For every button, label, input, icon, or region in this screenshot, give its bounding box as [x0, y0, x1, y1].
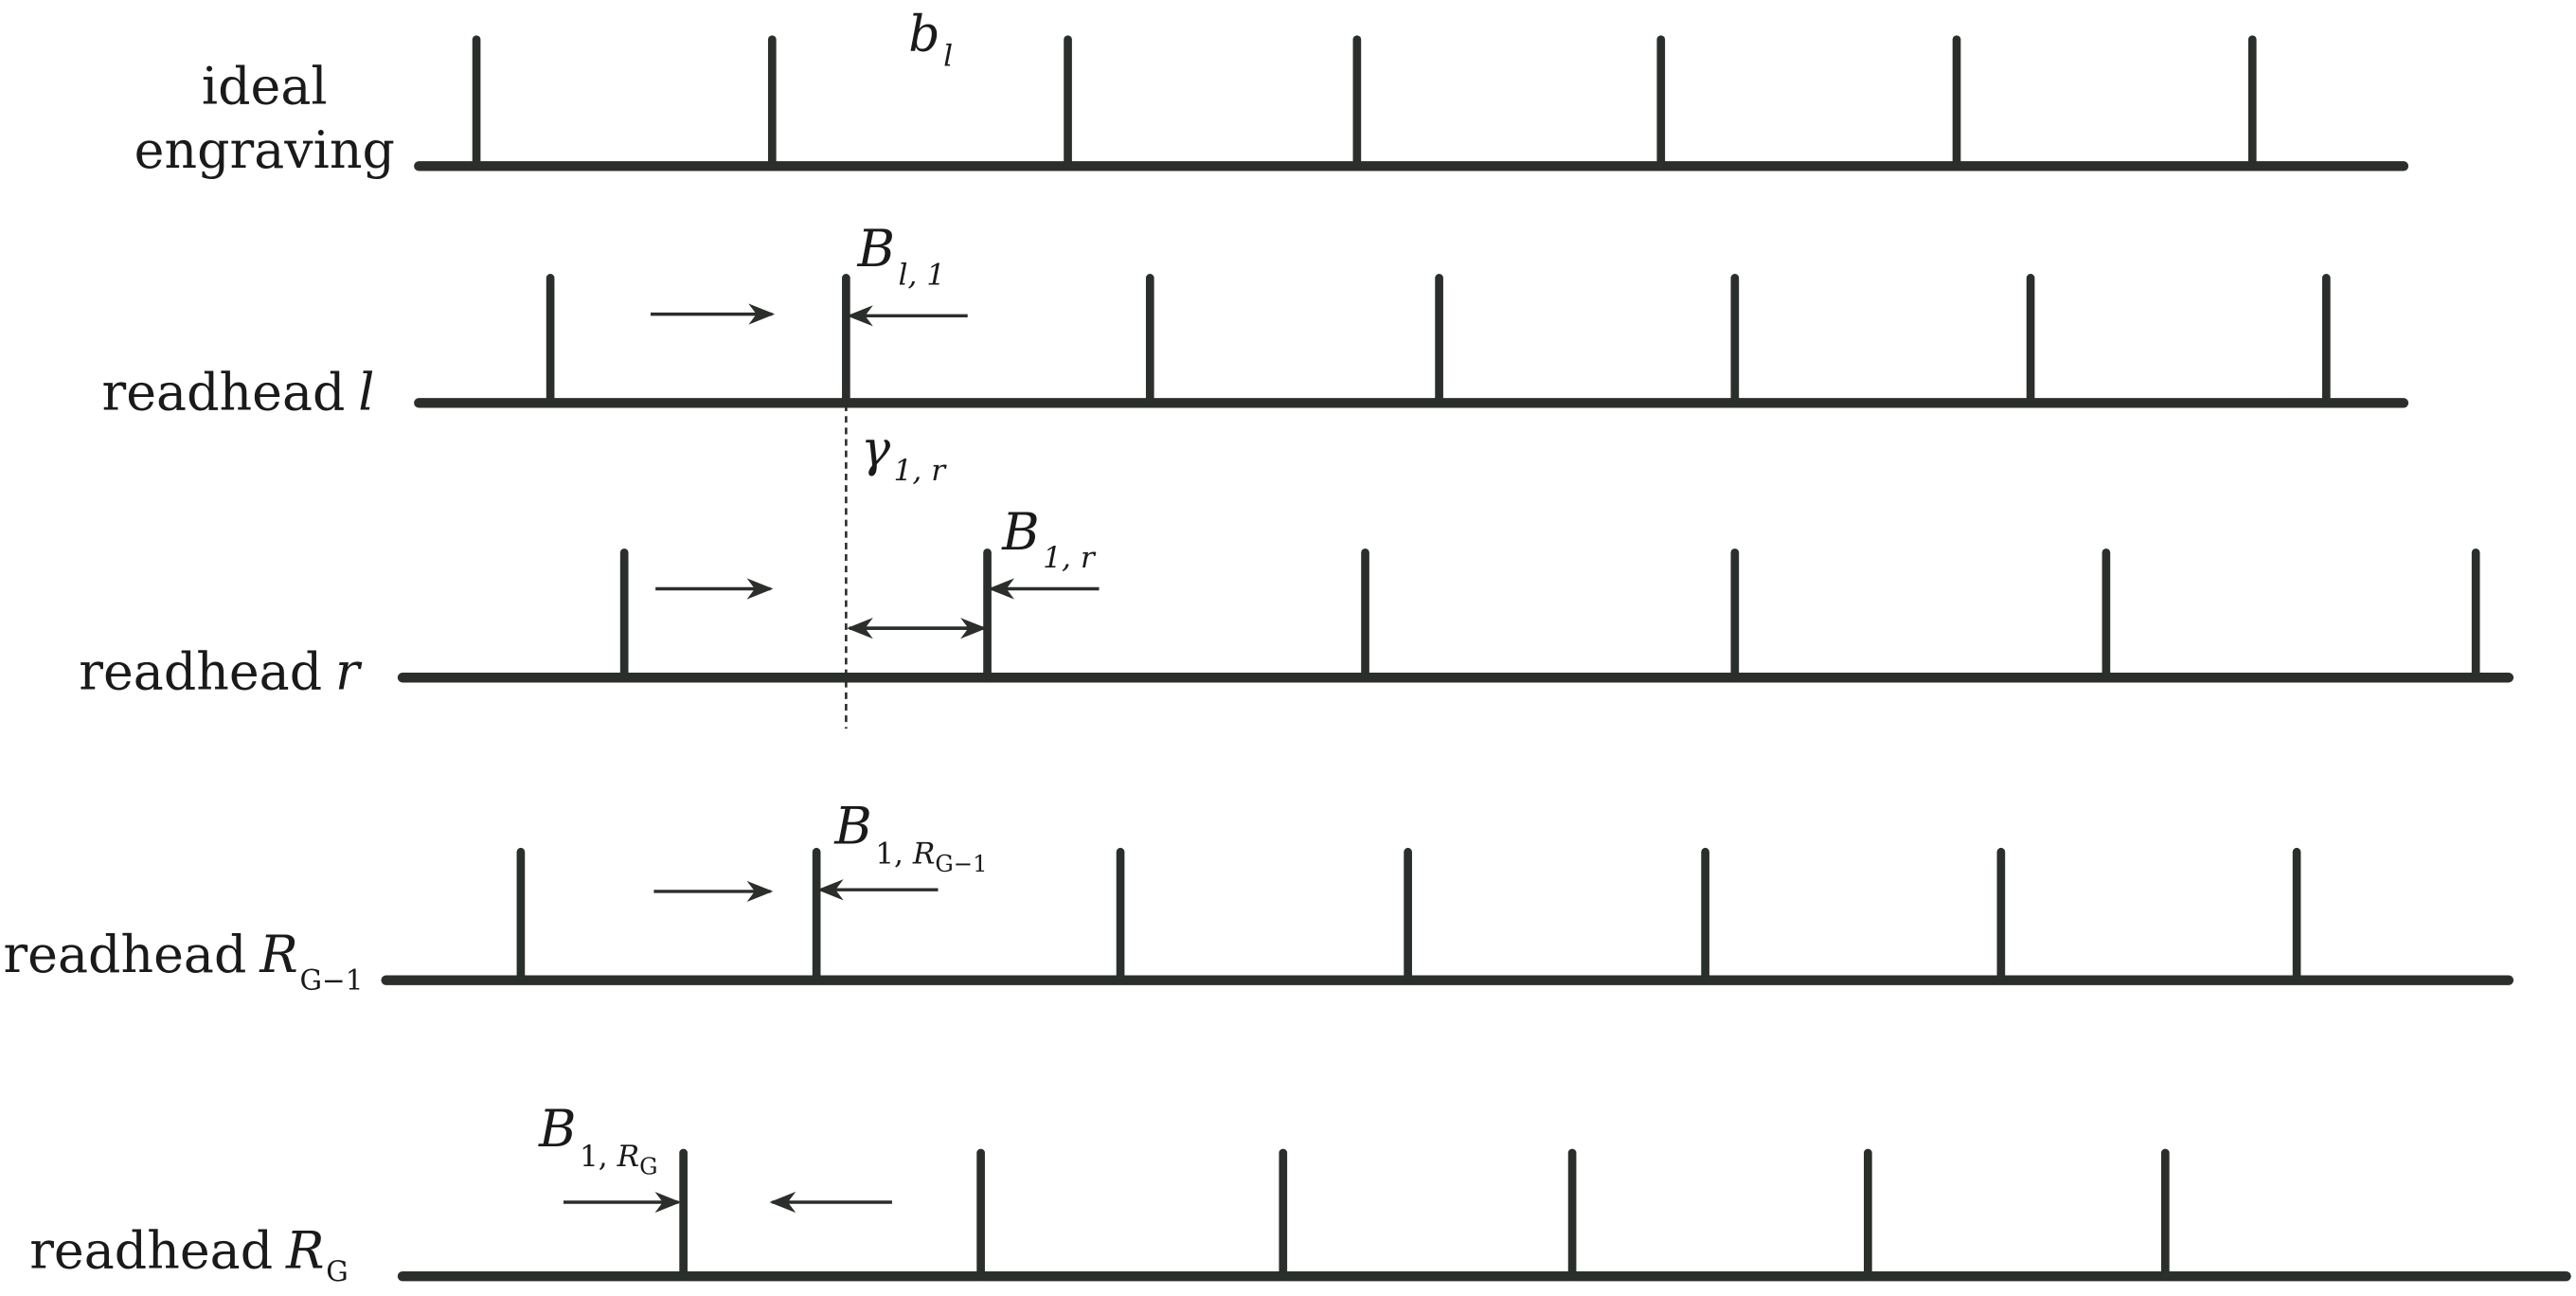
row-label-readhead-rg1-var: R — [259, 925, 297, 984]
row-label-ideal-line1: ideal — [202, 56, 328, 116]
annotation-b-l-main: b — [908, 7, 939, 63]
annotation-B-1RG-main: B — [538, 1099, 577, 1159]
row-label-readhead-rg1-sub: G−1 — [299, 964, 363, 997]
row-label-readhead-rg-sub: G — [326, 1255, 349, 1287]
row-label-readhead-rg1-word: readhead — [3, 925, 246, 984]
row-label-readhead-l-var: l — [358, 362, 374, 422]
annotation-gamma-main: γ — [861, 421, 891, 477]
scales-group — [381, 35, 2571, 1282]
annotation-B-1RG-subsub2: G — [639, 1153, 657, 1180]
annotation-B-1RG1-subsub: R — [912, 837, 936, 871]
annotation-B-1RG1-subsub2: G−1 — [935, 850, 987, 877]
annotation-b-l-sub: l — [943, 39, 953, 73]
row-label-readhead-r-word: readhead — [79, 641, 322, 701]
row-label-ideal-line2: engraving — [134, 120, 395, 180]
annotation-B-1RG1-main: B — [833, 797, 872, 856]
annotation-B-l1-sub: l, 1 — [898, 258, 945, 292]
row-label-readhead-rg-word: readhead — [29, 1220, 273, 1280]
annotation-B-1RG-subsub: R — [617, 1140, 640, 1174]
annotation-B-1r-sub: 1, r — [1043, 541, 1097, 575]
row-label-readhead-rg-var: R — [285, 1220, 324, 1280]
row-label-readhead-r-var: r — [335, 641, 363, 701]
annotation-gamma-sub: 1, r — [894, 454, 948, 488]
annotation-B-1r-main: B — [1001, 502, 1040, 562]
annotation-B-1RG-sub: 1, — [580, 1140, 617, 1174]
row-label-readhead-l-word: readhead — [102, 362, 346, 422]
annotation-B-l1-main: B — [857, 219, 896, 279]
annotation-B-1RG1-sub: 1, — [875, 837, 913, 871]
